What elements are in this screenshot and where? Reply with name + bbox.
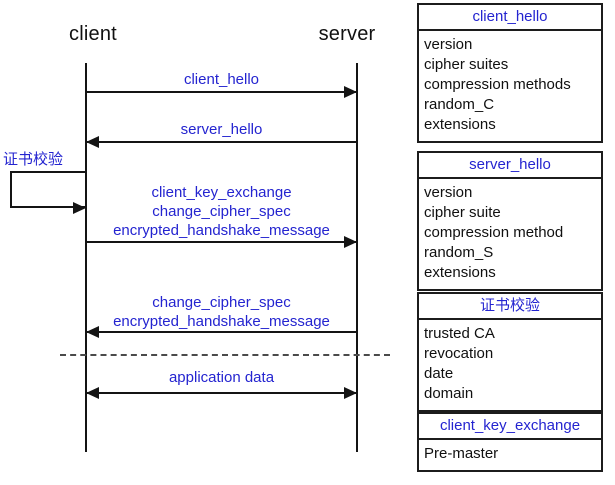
panel-item: random_C: [424, 96, 495, 113]
arrow-cipher-spec-group: [86, 326, 356, 338]
actor-label-server: server: [318, 23, 376, 45]
message-line: change_cipher_spec: [152, 203, 291, 220]
panel-server-hello: server_hello version cipher suite compre…: [417, 151, 603, 291]
panel-client-hello: client_hello version cipher suites compr…: [417, 3, 603, 143]
arrow-application-data: [86, 387, 357, 399]
lifeline-server: [356, 63, 358, 452]
panel-item: version: [424, 184, 473, 201]
message-line: encrypted_handshake_message: [113, 313, 330, 330]
panel-item: Pre-master: [424, 445, 499, 462]
self-loop-cert-verify: [10, 171, 86, 214]
self-action-label-cert-verify: 证书校验: [3, 151, 64, 168]
message-label-cipher-spec-group: change_cipher_spec encrypted_handshake_m…: [87, 293, 356, 331]
panel-item: revocation: [424, 345, 494, 362]
panel-title: server_hello: [419, 153, 601, 179]
panel-body: trusted CA revocation date domain: [419, 320, 601, 410]
panel-cert-verify: 证书校验 trusted CA revocation date domain: [417, 292, 603, 412]
actor-label-client: client: [69, 23, 117, 45]
message-label-client-hello: client_hello: [183, 71, 260, 88]
message-line: encrypted_handshake_message: [113, 222, 330, 239]
arrowhead-right-icon: [73, 202, 86, 214]
message-label-key-exchange-group: client_key_exchange change_cipher_spec e…: [87, 183, 356, 240]
panel-body: Pre-master: [419, 440, 601, 470]
panel-item: trusted CA: [424, 325, 495, 342]
lifeline-client: [85, 63, 87, 452]
panel-body: version cipher suites compression method…: [419, 31, 601, 141]
panel-item: compression method: [424, 224, 564, 241]
arrow-key-exchange-group: [87, 236, 357, 248]
message-label-server-hello: server_hello: [180, 121, 263, 138]
arrowhead-right-icon: [344, 86, 357, 98]
arrow-server-hello: [86, 136, 356, 148]
panel-item: random_S: [424, 244, 494, 261]
arrowhead-right-icon: [344, 387, 357, 399]
handshake-application-divider: [60, 354, 390, 356]
panel-item: version: [424, 36, 473, 53]
panel-client-key-exchange: client_key_exchange Pre-master: [417, 412, 603, 472]
panel-item: date: [424, 365, 454, 382]
arrowhead-left-icon: [86, 326, 99, 338]
panel-item: cipher suite: [424, 204, 501, 221]
panel-title: client_key_exchange: [419, 414, 601, 440]
panel-item: cipher suites: [424, 56, 509, 73]
message-label-application-data: application data: [168, 369, 275, 386]
arrowhead-right-icon: [344, 236, 357, 248]
arrowhead-left-icon: [86, 136, 99, 148]
panel-item: extensions: [424, 116, 496, 133]
arrow-client-hello: [87, 86, 357, 98]
panel-title: client_hello: [419, 5, 601, 31]
panel-item: domain: [424, 385, 474, 402]
panel-item: extensions: [424, 264, 496, 281]
message-line: change_cipher_spec: [152, 294, 291, 311]
panel-body: version cipher suite compression method …: [419, 179, 601, 289]
panel-title: 证书校验: [419, 294, 601, 320]
arrowhead-left-icon: [86, 387, 99, 399]
panel-item: compression methods: [424, 76, 571, 93]
message-line: client_key_exchange: [151, 184, 292, 201]
